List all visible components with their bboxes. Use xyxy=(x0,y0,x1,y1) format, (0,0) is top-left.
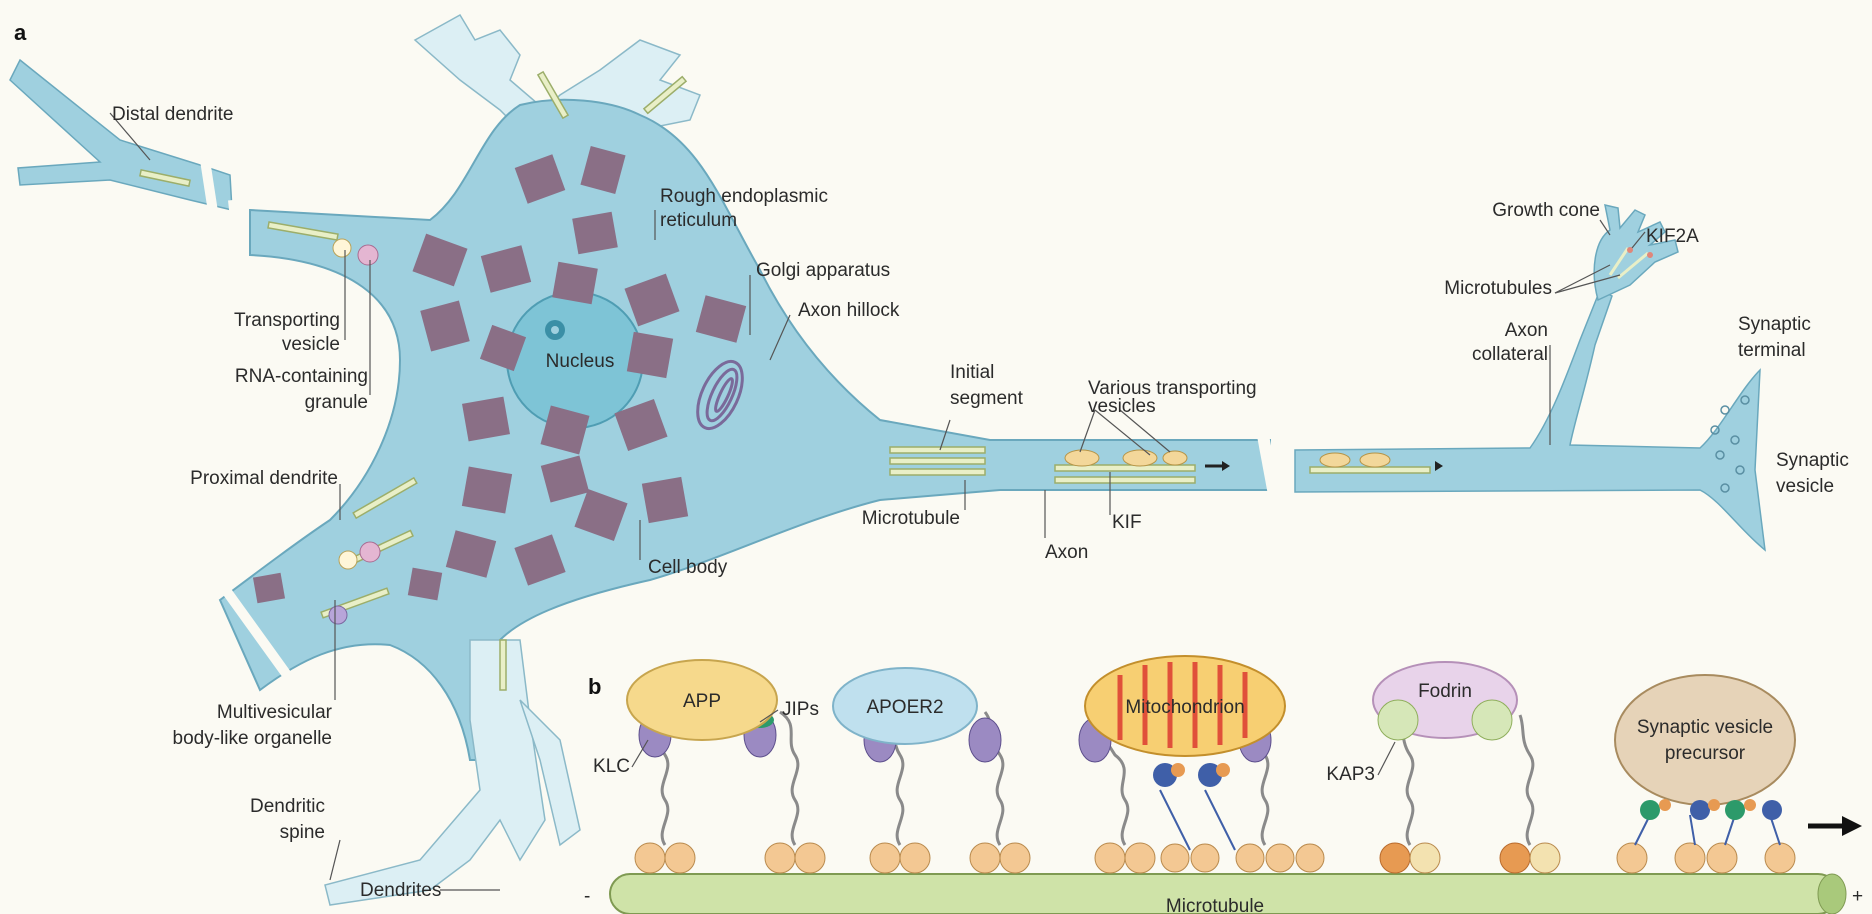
label-microtubules: Microtubules xyxy=(1444,278,1552,299)
label-dendritic-spine-1: Dendritic xyxy=(250,796,325,817)
label-axon: Axon xyxy=(1045,542,1088,563)
label-various-vesicles-2: vesicles xyxy=(1088,396,1156,417)
label-transporting-vesicle-1: Transporting xyxy=(234,310,340,331)
microtubule-track: Microtubule - + xyxy=(584,874,1863,914)
label-svp-2: precursor xyxy=(1665,743,1746,764)
label-kap3: KAP3 xyxy=(1326,764,1375,785)
label-dendritic-spine-2: spine xyxy=(280,822,325,843)
label-initial-segment-1: Initial xyxy=(950,362,994,383)
label-klc: KLC xyxy=(593,756,630,777)
kinesin-heads xyxy=(635,843,1795,873)
label-minus-end: - xyxy=(584,886,590,907)
label-growth-cone: Growth cone xyxy=(1492,200,1600,221)
label-app: APP xyxy=(683,691,721,712)
label-rna-granule-2: granule xyxy=(305,392,368,413)
label-kif: KIF xyxy=(1112,512,1142,533)
label-dendrites: Dendrites xyxy=(360,880,441,901)
label-fodrin: Fodrin xyxy=(1418,681,1472,702)
cargo-fodrin: Fodrin xyxy=(1373,662,1517,740)
label-multivesicular-2: body-like organelle xyxy=(173,728,333,749)
dendrite-break xyxy=(233,200,240,265)
label-microtubule-b: Microtubule xyxy=(1166,896,1264,914)
label-plus-end: + xyxy=(1852,886,1863,907)
label-golgi: Golgi apparatus xyxy=(756,260,890,281)
label-initial-segment-2: segment xyxy=(950,388,1024,409)
label-transporting-vesicle-2: vesicle xyxy=(282,334,340,355)
cargo-mitochondrion: Mitochondrion xyxy=(1085,656,1285,756)
nucleus-label: Nucleus xyxy=(546,351,615,372)
label-axon-collateral-2: collateral xyxy=(1472,344,1548,365)
label-microtubule-a: Microtubule xyxy=(862,508,960,529)
cargo-synaptic-vesicle-precursor: Synaptic vesicle precursor xyxy=(1615,675,1795,820)
panel-b-label: b xyxy=(588,674,601,699)
panel-a-label: a xyxy=(14,20,27,45)
label-distal-dendrite: Distal dendrite xyxy=(112,104,233,125)
label-axon-collateral-1: Axon xyxy=(1505,320,1548,341)
label-synaptic-terminal-1: Synaptic xyxy=(1738,314,1811,335)
direction-arrow xyxy=(1808,816,1862,836)
label-proximal-dendrite: Proximal dendrite xyxy=(190,468,338,489)
label-synaptic-terminal-2: terminal xyxy=(1738,340,1806,361)
cargo-apoer2: APOER2 xyxy=(833,668,977,744)
label-multivesicular-1: Multivesicular xyxy=(217,702,333,723)
label-synaptic-vesicle-2: vesicle xyxy=(1776,476,1834,497)
cargo-app: APP xyxy=(627,660,777,740)
label-mitochondrion: Mitochondrion xyxy=(1125,697,1244,718)
label-rer-2: reticulum xyxy=(660,210,737,231)
nucleus: Nucleus xyxy=(507,292,643,428)
label-axon-hillock: Axon hillock xyxy=(798,300,900,321)
label-jips: JIPs xyxy=(782,699,819,720)
distal-dendrite xyxy=(10,60,232,225)
label-svp-1: Synaptic vesicle xyxy=(1637,717,1773,738)
label-apoer2: APOER2 xyxy=(866,697,943,718)
label-synaptic-vesicle-1: Synaptic xyxy=(1776,450,1849,471)
label-cell-body: Cell body xyxy=(648,557,728,578)
label-kif2a: KIF2A xyxy=(1646,226,1699,247)
label-rer-1: Rough endoplasmic xyxy=(660,186,828,207)
growth-cone xyxy=(1594,205,1678,300)
label-rna-granule-1: RNA-containing xyxy=(235,366,368,387)
